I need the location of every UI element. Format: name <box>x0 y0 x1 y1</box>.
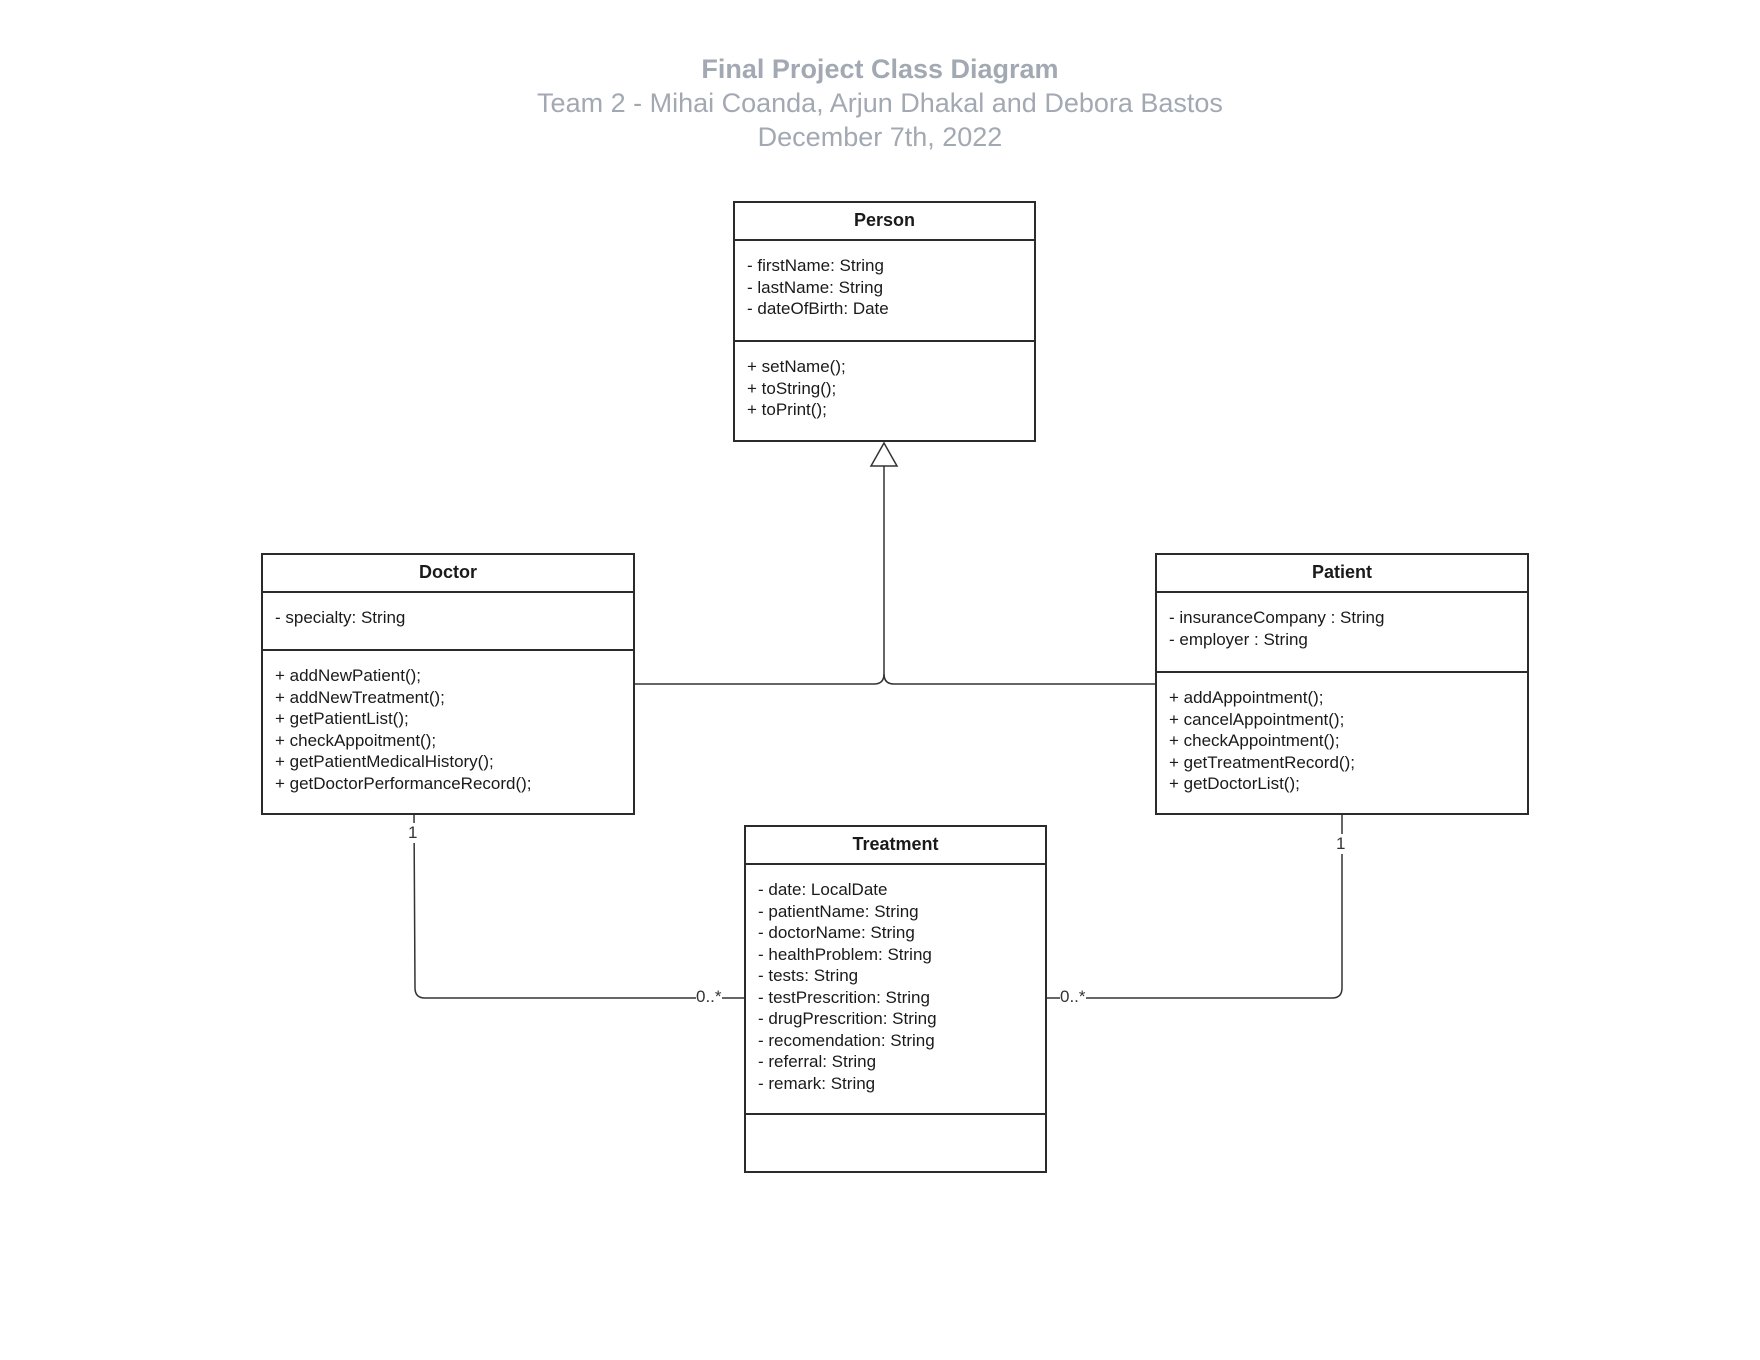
association-patient-treatment <box>1046 815 1343 999</box>
operation: + checkAppoitment(); <box>275 730 437 750</box>
operation: + addNewTreatment(); <box>275 687 445 707</box>
generalization-doctor-person <box>633 464 885 685</box>
attribute: - healthProblem: String <box>758 944 932 964</box>
multiplicity-doctor-end: 1 <box>408 823 418 843</box>
operation: + getTreatmentRecord(); <box>1169 752 1355 772</box>
multiplicity-treatment-doctor-end: 0..* <box>696 987 722 1007</box>
operation: + addAppointment(); <box>1169 688 1324 707</box>
class-doctor-name: Doctor <box>263 555 633 593</box>
diagram-header: Final Project Class Diagram Team 2 - Mih… <box>0 52 1760 154</box>
operation: + getPatientList(); <box>275 709 409 728</box>
class-patient-operations: + addAppointment(); + cancelAppointment(… <box>1157 673 1527 813</box>
attribute: - remark: String <box>758 1073 876 1093</box>
attribute: - patientName: String <box>758 901 919 921</box>
operation: + toString(); <box>747 378 837 398</box>
generalization-arrowhead <box>869 441 899 467</box>
operation: + checkAppointment(); <box>1169 731 1340 750</box>
attribute: - dateOfBirth: Date <box>747 299 889 318</box>
class-treatment-operations <box>746 1115 1045 1171</box>
operation: + getDoctorList(); <box>1169 774 1300 793</box>
attribute: - firstName: String <box>747 256 884 275</box>
class-patient-name: Patient <box>1157 555 1527 593</box>
diagram-date: December 7th, 2022 <box>757 122 1003 152</box>
class-person[interactable]: Person - firstName: String - lastName: S… <box>733 201 1036 442</box>
multiplicity-patient-end: 1 <box>1336 834 1346 854</box>
operation: + cancelAppointment(); <box>1169 709 1345 729</box>
operation: + getPatientMedicalHistory(); <box>275 752 494 771</box>
association-doctor-treatment <box>413 814 744 999</box>
attribute: - insuranceCompany : String <box>1169 608 1385 627</box>
class-treatment[interactable]: Treatment - date: LocalDate - patientNam… <box>744 825 1047 1173</box>
attribute: - drugPrescrition: String <box>758 1009 937 1028</box>
operation: + getDoctorPerformanceRecord(); <box>275 773 532 793</box>
operation: + setName(); <box>747 357 846 376</box>
generalization-patient-person <box>883 673 1155 685</box>
diagram-team: Team 2 - Mihai Coanda, Arjun Dhakal and … <box>537 88 1223 118</box>
attribute: - lastName: String <box>747 277 884 297</box>
attribute: - tests: String <box>758 966 859 985</box>
multiplicity-treatment-patient-end: 0..* <box>1060 987 1086 1007</box>
class-doctor-attributes: - specialty: String <box>263 593 633 651</box>
class-person-attributes: - firstName: String - lastName: String -… <box>735 241 1034 342</box>
attribute: - specialty: String <box>275 608 406 627</box>
operation: + toPrint(); <box>747 400 827 419</box>
attribute: - doctorName: String <box>758 923 915 942</box>
attribute: - testPrescrition: String <box>758 987 930 1007</box>
class-doctor[interactable]: Doctor - specialty: String + addNewPatie… <box>261 553 635 815</box>
class-patient-attributes: - insuranceCompany : String - employer :… <box>1157 593 1527 673</box>
attribute: - employer : String <box>1169 629 1308 649</box>
class-patient[interactable]: Patient - insuranceCompany : String - em… <box>1155 553 1529 815</box>
class-treatment-name: Treatment <box>746 827 1045 865</box>
class-doctor-operations: + addNewPatient(); + addNewTreatment(); … <box>263 651 633 813</box>
attribute: - recomendation: String <box>758 1030 935 1050</box>
class-treatment-attributes: - date: LocalDate - patientName: String … <box>746 865 1045 1115</box>
attribute: - date: LocalDate <box>758 880 888 899</box>
class-person-name: Person <box>735 203 1034 241</box>
class-person-operations: + setName(); + toString(); + toPrint(); <box>735 342 1034 440</box>
diagram-title: Final Project Class Diagram <box>701 54 1059 84</box>
operation: + addNewPatient(); <box>275 666 421 685</box>
attribute: - referral: String <box>758 1052 877 1071</box>
